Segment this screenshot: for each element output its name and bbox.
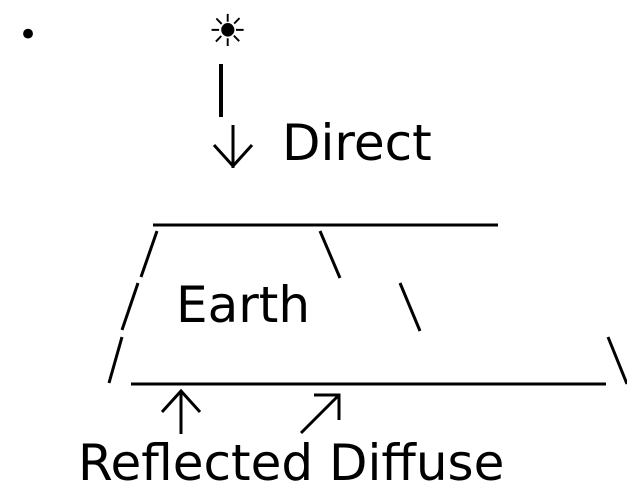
bullet-point: • — [18, 15, 39, 55]
earth-left-edge-1 — [139, 230, 159, 278]
earth-inner-slash-2 — [398, 282, 422, 332]
sun-icon: ☀ — [208, 6, 248, 57]
earth-inner-slash-1 — [318, 230, 342, 279]
earth-right-slash — [606, 336, 627, 385]
earth-label: Earth — [176, 276, 311, 334]
reflected-arrowhead — [160, 388, 202, 414]
reflected-diffuse-label: Reflected Diffuse — [78, 434, 505, 492]
earth-left-edge-2 — [120, 282, 140, 331]
earth-left-edge-3 — [107, 336, 124, 384]
diffuse-arrow-shaft — [299, 393, 341, 435]
direct-label: Direct — [282, 114, 432, 172]
direct-arrowhead — [212, 143, 254, 169]
diffuse-arrowhead — [314, 393, 341, 420]
